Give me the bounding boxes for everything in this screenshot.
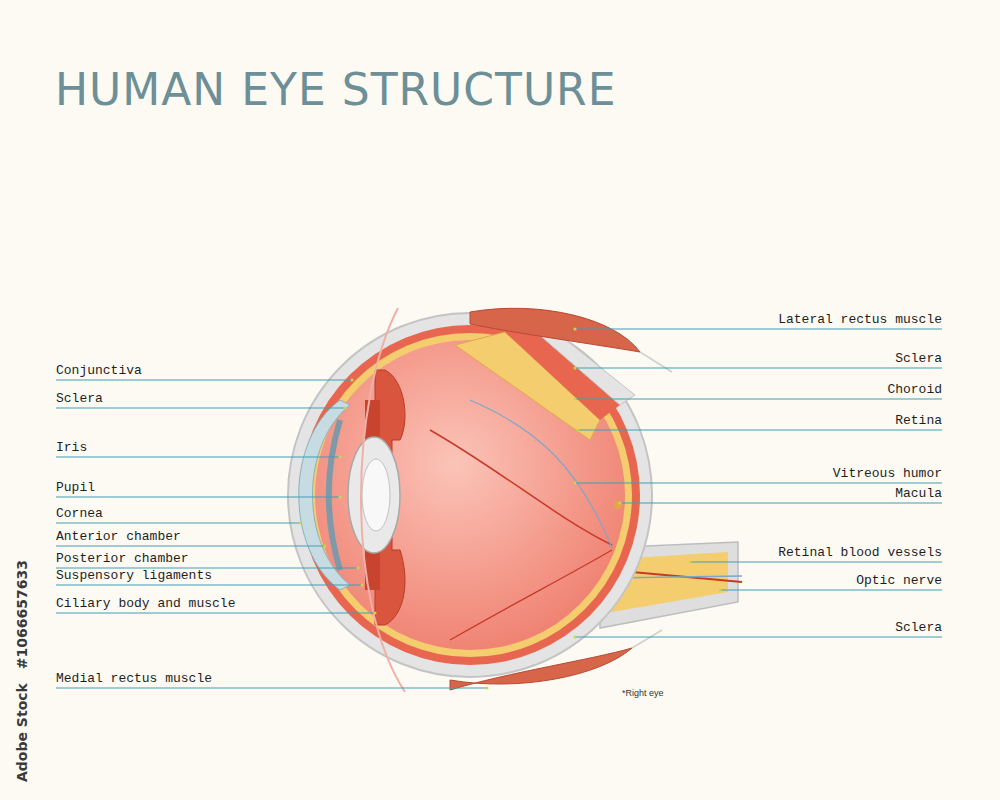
part-label: Anterior chamber: [56, 529, 181, 544]
part-label: Vitreous humor: [833, 466, 942, 481]
part-label: Pupil: [56, 480, 95, 495]
part-label: Sclera: [895, 351, 942, 366]
note: *Right eye: [622, 688, 664, 699]
part-label: Sclera: [895, 620, 942, 635]
stock-credit: Adobe Stock #1066657633: [13, 546, 31, 782]
title: HUMAN EYE STRUCTURE: [55, 62, 616, 118]
part-label: Retinal blood vessels: [778, 545, 942, 560]
part-label: Cornea: [56, 506, 103, 521]
part-label: Optic nerve: [856, 573, 942, 588]
part-label: Posterior chamber: [56, 551, 189, 566]
part-label: Sclera: [56, 391, 103, 406]
part-label: Macula: [895, 486, 942, 501]
watermark: Adobe Stock: [14, 683, 30, 782]
part-label: Medial rectus muscle: [56, 671, 212, 686]
part-label: Suspensory ligaments: [56, 568, 212, 583]
part-label: Lateral rectus muscle: [778, 312, 942, 327]
part-label: Retina: [895, 413, 942, 428]
part-label: Conjunctiva: [56, 363, 142, 378]
part-label: Iris: [56, 440, 87, 455]
watermark: #1066657633: [14, 560, 30, 669]
part-label: Choroid: [887, 382, 942, 397]
part-label: Ciliary body and muscle: [56, 596, 235, 611]
